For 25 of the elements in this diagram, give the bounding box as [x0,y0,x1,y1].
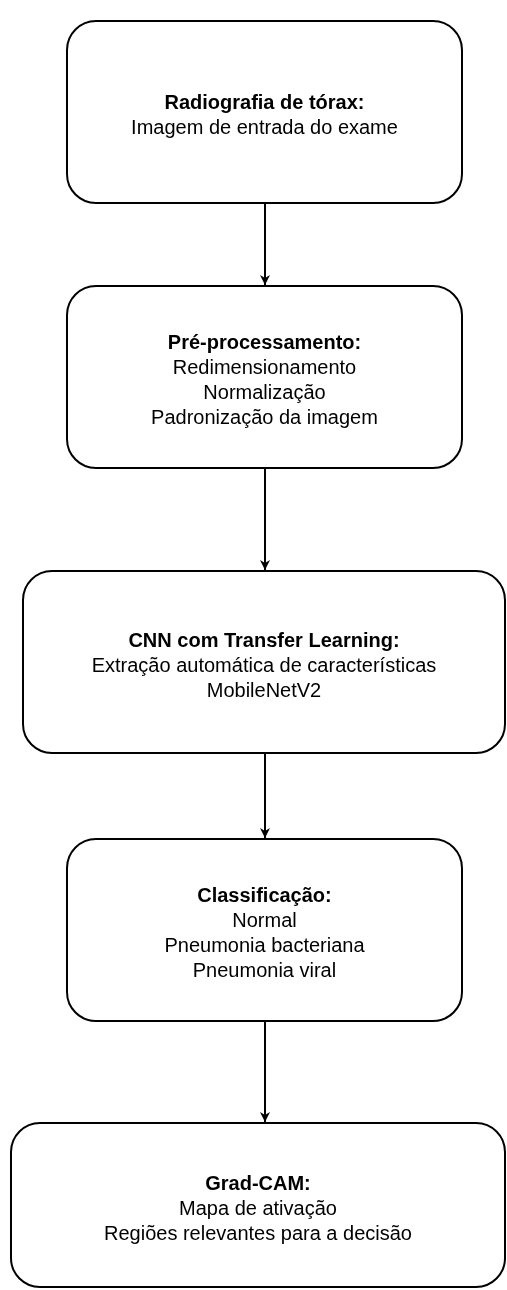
box-text: Normal [232,908,297,933]
box-heading: Radiografia de tórax: [164,90,365,115]
process-box [10,1122,506,1288]
box-heading: Classificação: [197,883,332,908]
box-text: Redimensionamento [172,355,357,380]
box-text: Pneumonia viral [192,958,337,983]
arrow [260,753,270,839]
box-heading: Grad-CAM: [205,1170,311,1196]
box-text: Pneumonia bacteriana [164,933,365,958]
process-box [66,20,463,204]
box-text: Imagem de entrada do exame [131,115,398,140]
box-text: Mapa de ativação [179,1195,337,1221]
arrow [260,203,270,286]
process-box [22,570,506,754]
arrow [260,1021,270,1123]
box-heading: CNN com Transfer Learning: [128,627,400,653]
process-box [66,285,463,469]
arrow [260,468,270,571]
box-text: Extração automática de características [91,652,437,678]
box-text: MobileNetV2 [206,677,322,703]
process-box [66,838,463,1022]
box-text: Regiões relevantes para a decisão [104,1220,412,1246]
box-text: Normalização [203,380,326,405]
box-heading: Pré-processamento: [167,330,362,355]
box-text: Padronização da imagem [151,405,378,430]
